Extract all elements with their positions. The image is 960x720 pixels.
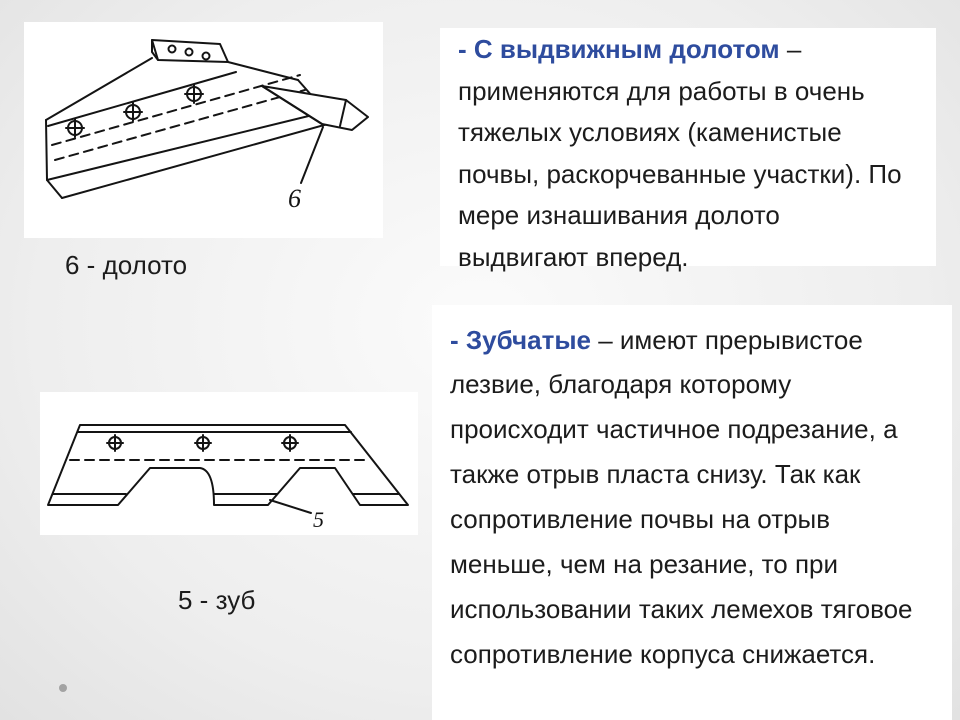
share-top-edge <box>227 61 299 81</box>
chisel-caption: 6 - долото <box>65 250 188 280</box>
bolt-hole <box>106 434 124 452</box>
toothed-share-title-rest: – имеют прерывистое <box>591 324 863 355</box>
text-line: меньше, чем на резание, то при <box>450 549 839 580</box>
share-dashed-line <box>54 89 306 161</box>
text-line: лезвие, благодаря которому <box>450 369 792 400</box>
toothed-share-figure: 5 <box>40 392 418 535</box>
chisel-share-title-rest: – <box>779 34 802 64</box>
tooth-leader-line <box>269 499 312 514</box>
tooth-callout: 5 <box>313 507 324 532</box>
text-line: сопротивление почвы на отрыв <box>450 504 831 535</box>
text-line: также отрыв пласта снизу. Так как <box>450 459 861 490</box>
toothed-share-description: - Зубчатые – имеют прерывистое лезвие, б… <box>432 305 952 720</box>
chisel-share-heading-line: - С выдвижным долотом – <box>458 29 902 71</box>
text-line: сопротивление корпуса снижается. <box>450 638 876 669</box>
chisel-share-description: - С выдвижным долотом – применяются для … <box>440 28 936 272</box>
bolt-hole <box>281 434 299 452</box>
chisel-tip-line <box>339 99 347 127</box>
text-line: выдвигают вперед. <box>458 241 689 272</box>
plate-hole <box>184 47 194 57</box>
share-bevel-line <box>46 111 326 181</box>
text-line: использовании таких лемехов тяговое <box>450 593 913 624</box>
chisel-share-figure: 6 <box>24 22 383 238</box>
chisel-edge <box>261 85 323 125</box>
bolt-hole <box>123 102 143 122</box>
plate-hole <box>201 51 211 61</box>
toothed-share-text: - Зубчатые – имеют прерывистое лезвие, б… <box>450 318 913 677</box>
toothed-share-heading-line: - Зубчатые – имеют прерывистое <box>450 318 913 363</box>
dot-icon <box>59 684 67 692</box>
share-back-edge <box>45 57 153 121</box>
chisel-leader-line <box>300 126 324 184</box>
text-line: происходит частичное подрезание, а <box>450 414 898 445</box>
tooth-caption: 5 - зуб <box>178 585 256 615</box>
bolt-hole <box>65 118 85 138</box>
plate-hole <box>167 44 177 54</box>
chisel-share-text: - С выдвижным долотом – применяются для … <box>458 29 902 279</box>
mounting-plate <box>151 39 229 63</box>
chisel-share-title: - С выдвижным долотом <box>458 34 780 64</box>
toothed-share-title: - Зубчатые <box>450 324 591 355</box>
bolt-hole <box>194 434 212 452</box>
toothed-share-drawing: 5 <box>47 424 409 532</box>
text-line: почвы, раскорчеванные участки). По <box>458 158 902 189</box>
share-dashed-line <box>51 74 301 146</box>
share-face-line <box>47 71 237 127</box>
text-line: тяжелых условиях (каменистые <box>458 117 842 148</box>
toothed-share-outline <box>47 424 409 506</box>
chisel-callout: 6 <box>288 184 301 213</box>
chisel-share-drawing: 6 <box>45 39 369 213</box>
bolt-hole <box>184 84 204 104</box>
text-line: применяются для работы в очень <box>458 75 865 106</box>
text-line: мере изнашивания долото <box>458 200 780 231</box>
share-cutting-edge <box>61 121 336 199</box>
mounting-plate-side <box>151 39 159 61</box>
